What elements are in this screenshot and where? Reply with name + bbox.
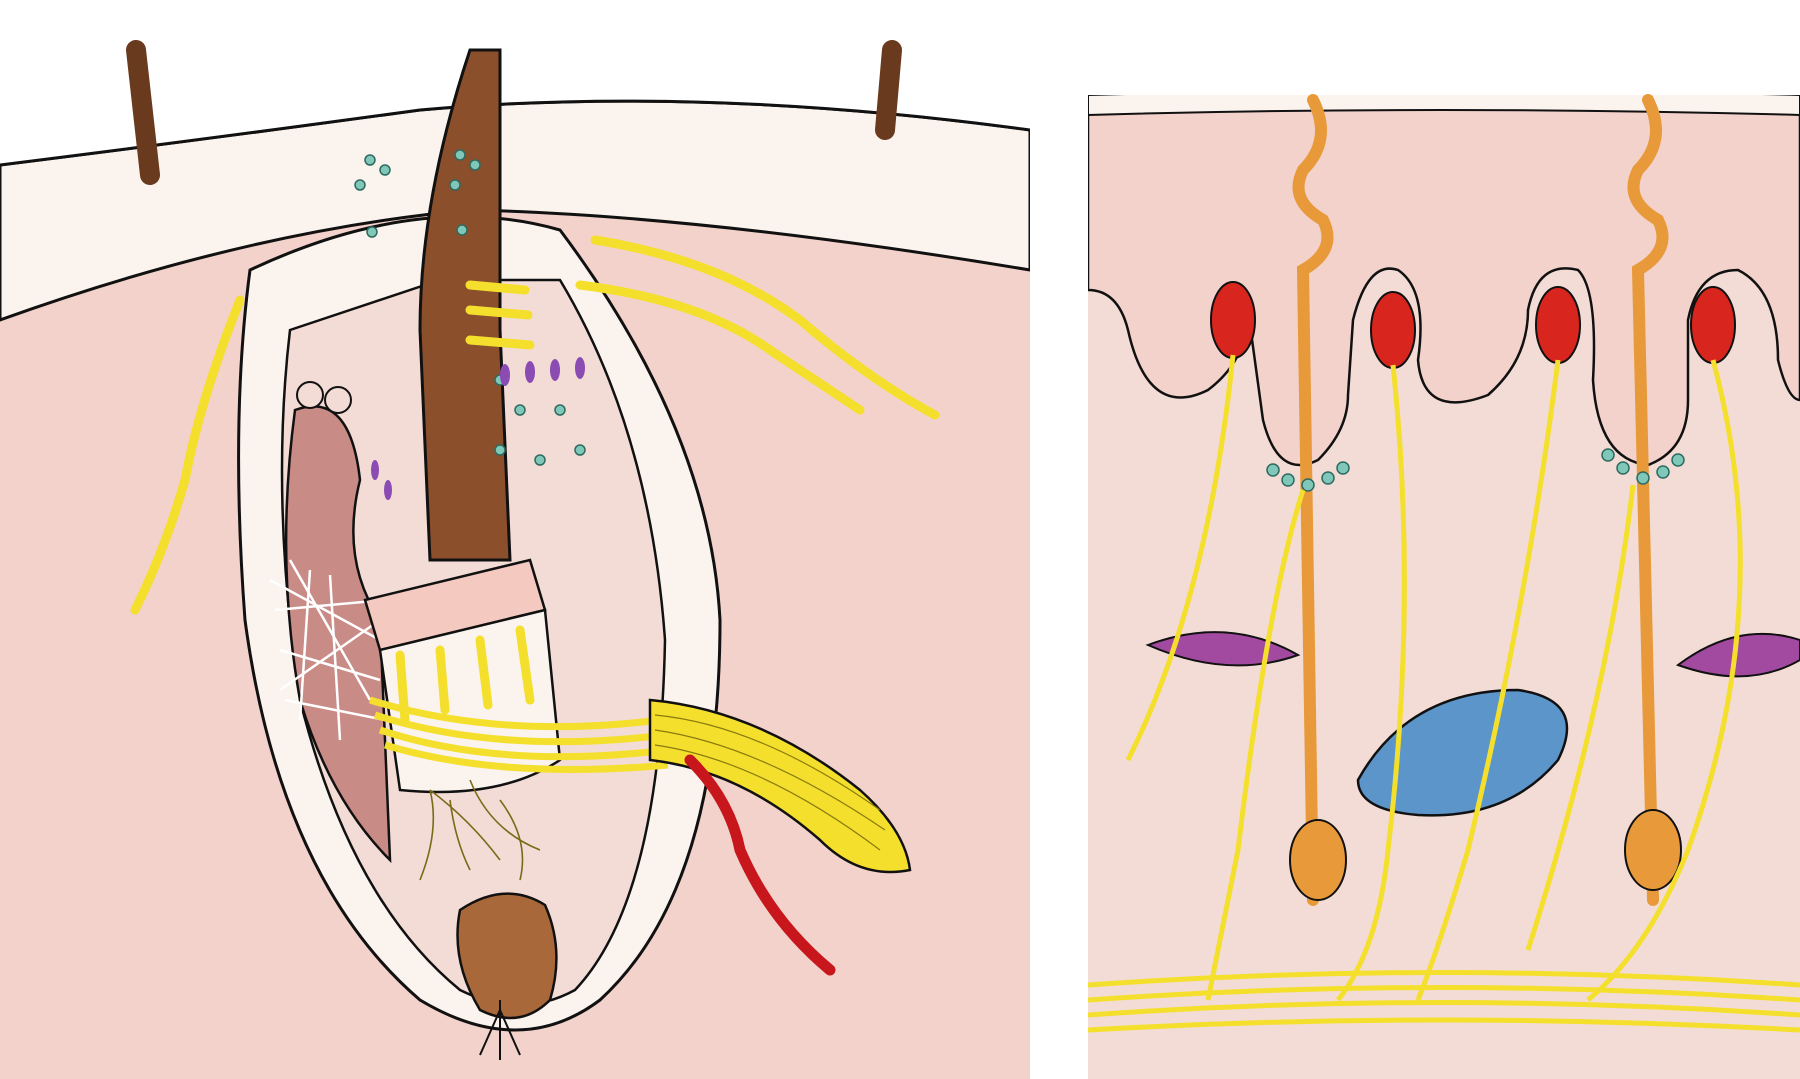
sebaceous-gland [284, 405, 392, 864]
upper-nerve-fibers [130, 235, 940, 615]
panel-b-glabrous-skin-diagram [1088, 0, 1800, 1079]
sebocyte-cell [324, 386, 352, 414]
skin-surface [1088, 0, 1800, 95]
afferent-nerve-fibers [1088, 354, 1800, 1033]
nerve-bundle [648, 698, 912, 874]
small-hair-right [875, 40, 902, 140]
ruffini-ending [1675, 632, 1800, 678]
ruffini-corpuscle [1624, 809, 1682, 891]
outer-root-sheath [378, 608, 562, 794]
skin-surface [0, 0, 1030, 165]
papilla-root [479, 1000, 521, 1060]
sebocyte-cell [296, 381, 324, 409]
small-hair-left [126, 40, 160, 185]
fine-nerve-branches [419, 779, 541, 881]
collagen-mesh [269, 559, 386, 741]
dermal-papilla [456, 892, 558, 1020]
meissner-corpuscles [1210, 281, 1736, 369]
pacinian-corpuscle [1356, 688, 1569, 817]
ruffini-ending [1145, 631, 1301, 667]
merkel-cells [1266, 448, 1685, 492]
hair-shaft [418, 48, 512, 562]
free-nerve-ending [1292, 94, 1669, 906]
ruffini-corpuscle [1289, 819, 1347, 901]
lanceolate-endings [395, 280, 535, 725]
lanceolate-tips [371, 357, 585, 500]
nerve-bundle-fibers [654, 714, 886, 851]
blood-vessel [684, 754, 836, 976]
circumferential-nerve-fibers [368, 696, 669, 773]
panel-a-hair-follicle-diagram [0, 0, 1030, 1079]
